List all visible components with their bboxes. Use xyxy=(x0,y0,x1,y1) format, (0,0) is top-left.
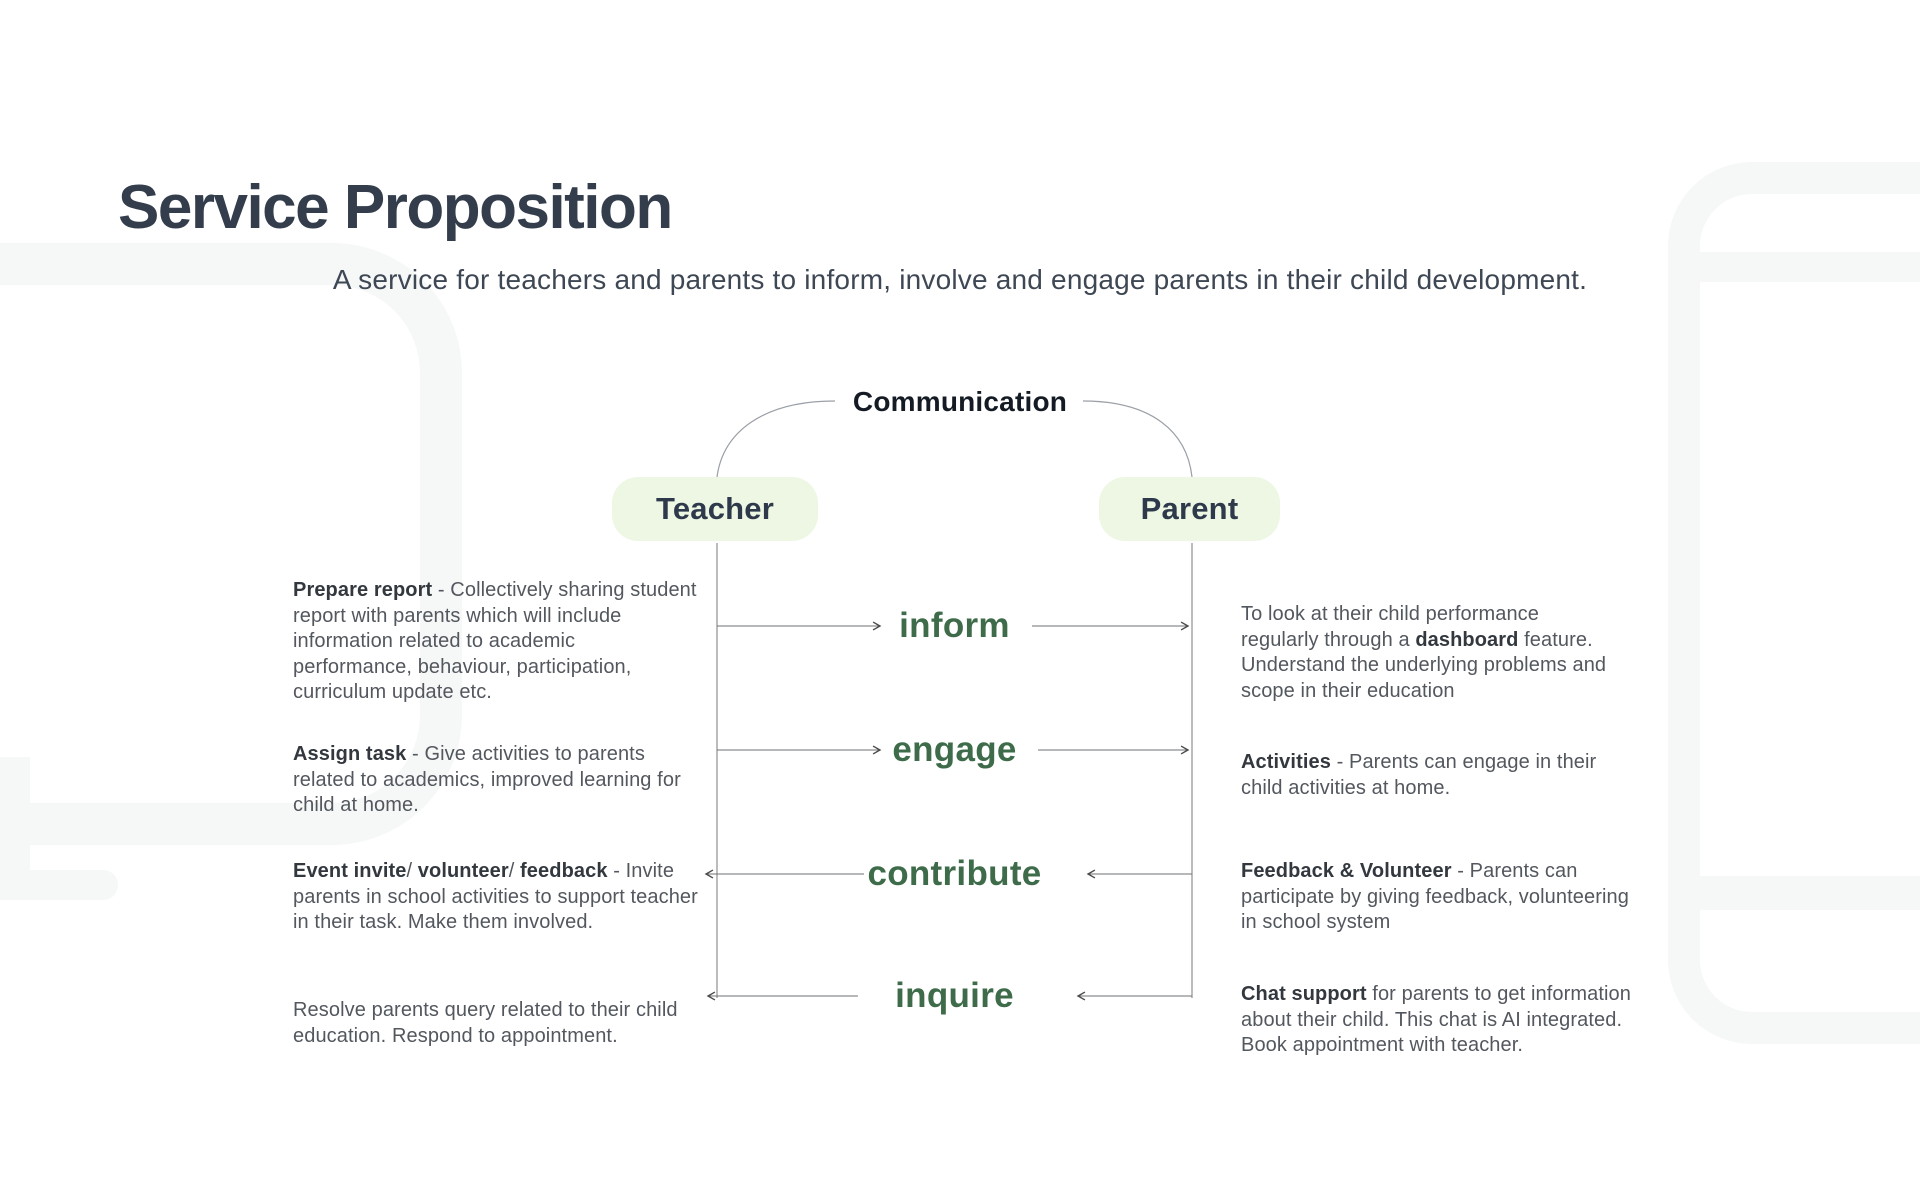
parent-badge: Parent xyxy=(1099,477,1280,541)
flow-verb-engage: engage xyxy=(892,730,1017,769)
communication-label: Communication xyxy=(852,386,1068,417)
flow-verb-inform: inform xyxy=(899,606,1010,645)
parent-note-chat-support: Chat support for parents to get informat… xyxy=(1241,983,1631,1056)
flow-verb-inquire: inquire xyxy=(895,976,1014,1015)
parent-note-feedback-volunteer: Feedback & Volunteer - Parents can parti… xyxy=(1241,860,1629,933)
page-title: Service Proposition xyxy=(118,172,673,242)
teacher-note-prepare-report: Prepare report - Collectively sharing st… xyxy=(293,579,697,703)
teacher-note-resolve-query: Resolve parents query related to their c… xyxy=(293,999,678,1047)
page-subtitle: A service for teachers and parents to in… xyxy=(332,264,1588,295)
background-tablet-frame-right xyxy=(1668,162,1920,1044)
teacher-badge: Teacher xyxy=(612,477,818,541)
background-tablet-bar-top xyxy=(1700,252,1920,282)
teacher-note-event-invite: Event invite/ volunteer/ feedback - Invi… xyxy=(293,860,698,933)
flow-arrows xyxy=(704,621,1192,1001)
background-bracket-left-horizontal xyxy=(0,870,118,900)
communication-bracket-curves xyxy=(716,400,1193,478)
background-tablet-bar-bottom xyxy=(1700,876,1920,910)
actor-lifelines xyxy=(716,543,1193,998)
teacher-note-assign-task: Assign task - Give activities to parents… xyxy=(293,743,681,816)
parent-note-activities: Activities - Parents can engage in their… xyxy=(1241,751,1597,799)
flow-verb-contribute: contribute xyxy=(867,854,1042,893)
parent-note-dashboard: To look at their child performance regul… xyxy=(1241,603,1607,702)
